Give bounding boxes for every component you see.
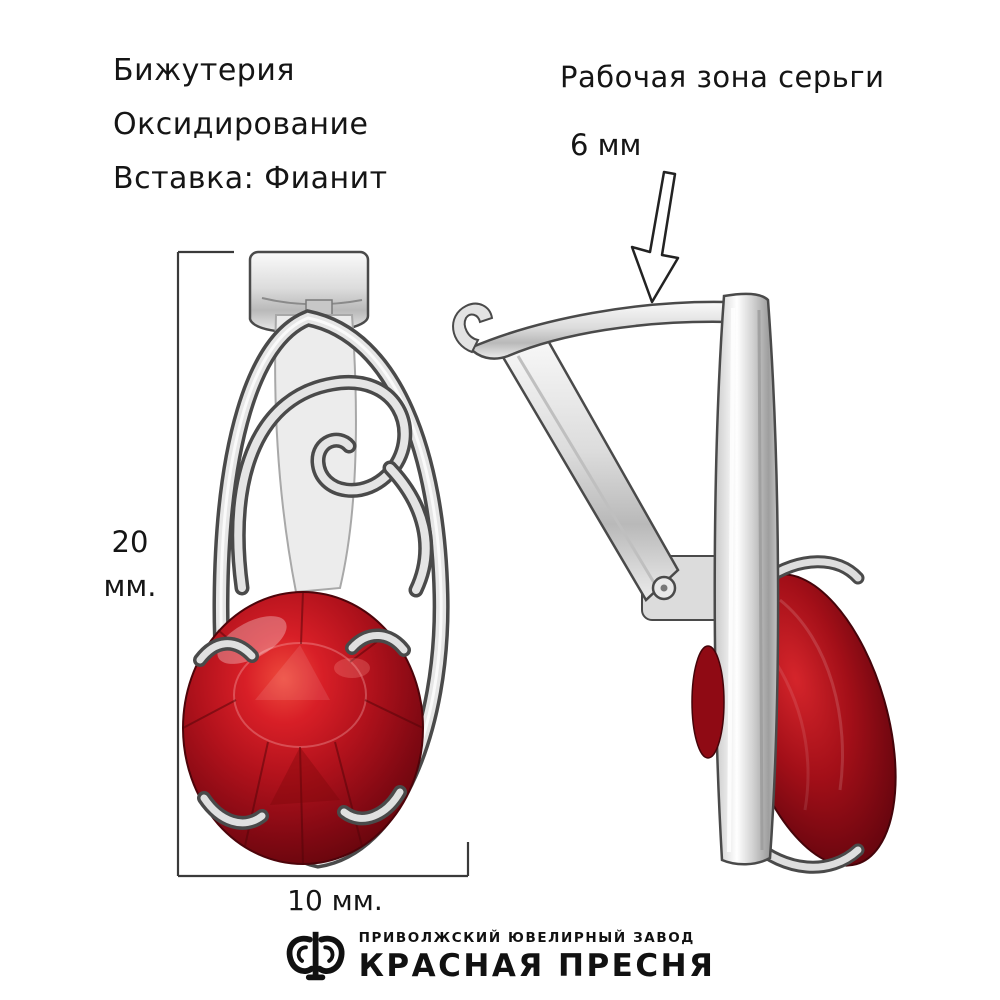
height-value: 20 <box>111 525 149 559</box>
right-earring-gem-sliver <box>691 645 725 759</box>
spec-line-coating: Оксидирование <box>113 107 369 142</box>
spec-line-material: Бижутерия <box>113 53 295 88</box>
left-earring-front-view <box>182 250 450 869</box>
right-earring-pivot-pin <box>651 575 677 601</box>
right-earring-side-view <box>452 292 897 874</box>
right-earring-back-bar <box>713 292 780 866</box>
spec-line-insert: Вставка: Фианит <box>113 161 388 196</box>
working-zone-value: 6 мм <box>570 128 642 162</box>
width-dimension-label: 10 мм. <box>287 884 383 917</box>
brand-name: КРАСНАЯ ПРЕСНЯ <box>358 948 716 984</box>
right-earring-clasp-lever <box>498 328 680 602</box>
height-dimension-label: 20 мм. <box>92 520 168 608</box>
left-earring-prongs <box>193 628 411 830</box>
brand-factory-line: ПРИВОЛЖСКИЙ ЮВЕЛИРНЫЙ ЗАВОД <box>358 930 695 946</box>
dimension-lines <box>176 250 470 878</box>
working-zone-label: Рабочая зона серьги <box>560 60 885 94</box>
height-unit: мм. <box>103 569 157 603</box>
brand-text-block: ПРИВОЛЖСКИЙ ЮВЕЛИРНЫЙ ЗАВОД КРАСНАЯ ПРЕС… <box>359 930 716 984</box>
working-zone-arrow-icon <box>630 170 680 304</box>
brand-logo-icon <box>286 931 345 981</box>
left-earring-swirl-ornament <box>230 375 434 598</box>
right-earring-hook <box>452 300 732 360</box>
brand-footer: ПРИВОЛЖСКИЙ ЮВЕЛИРНЫЙ ЗАВОД КРАСНАЯ ПРЕС… <box>285 926 716 988</box>
left-earring-gemstone <box>182 591 424 865</box>
product-spec-block: Бижутерия Оксидирование Вставка: Фианит <box>113 44 388 206</box>
